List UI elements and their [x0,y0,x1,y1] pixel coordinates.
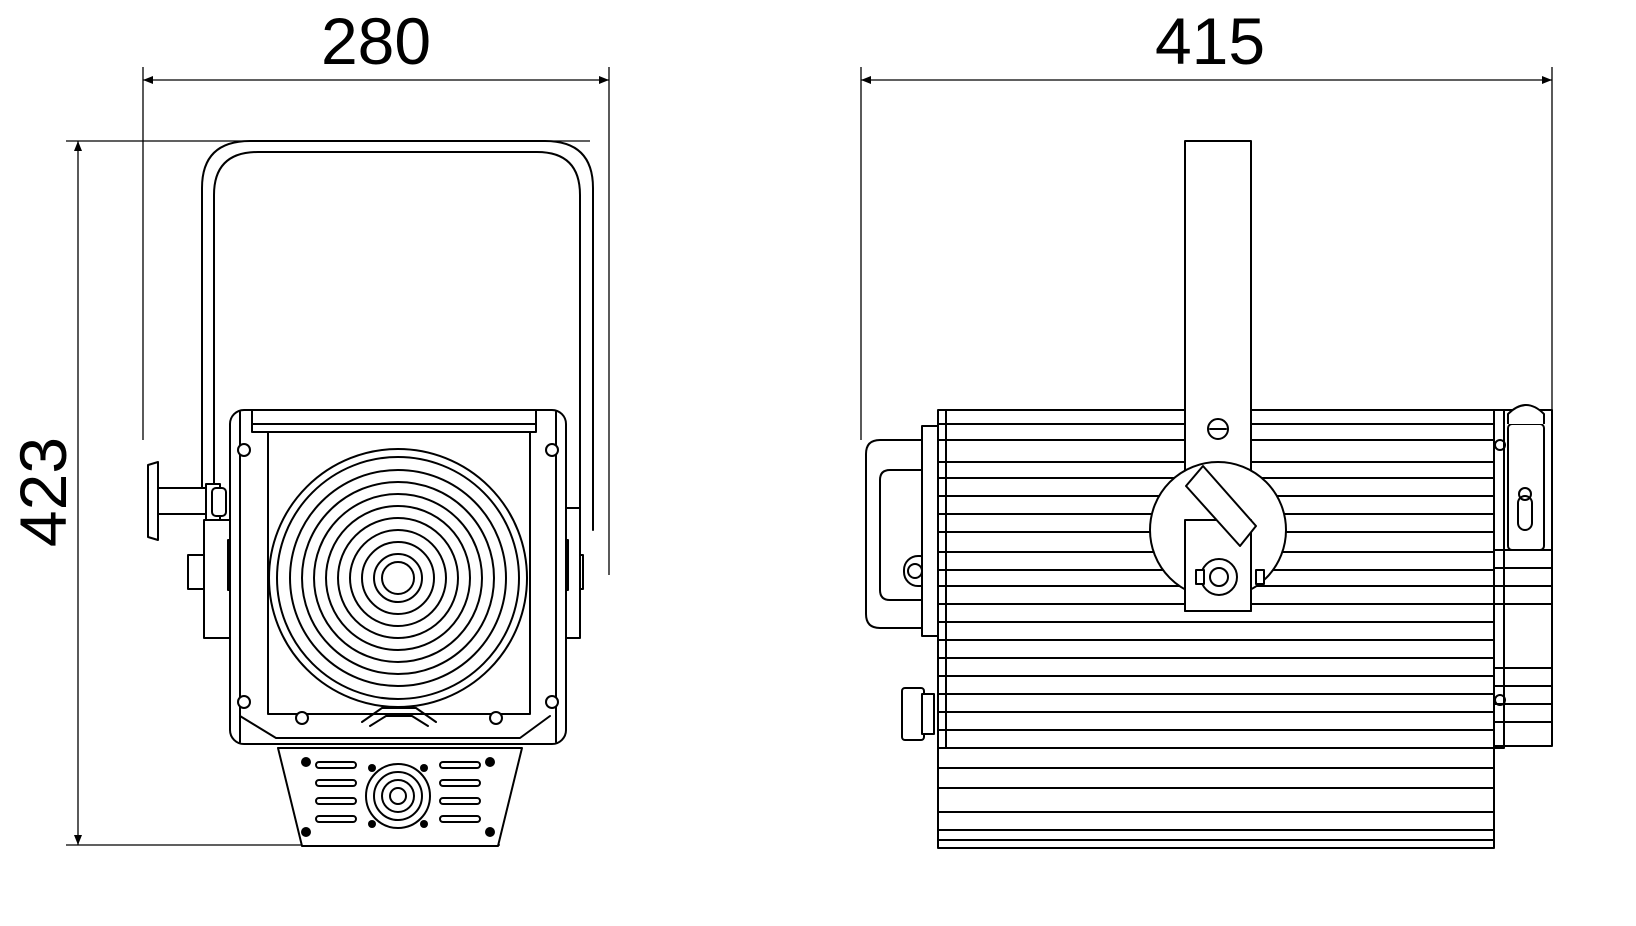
height-label: 423 [6,437,80,547]
vent-slots-right [439,761,481,823]
side-view [865,140,1553,849]
front-screws [237,443,559,725]
width-dimension: 280 [142,4,610,575]
side-base [937,747,1495,849]
yoke-outer [201,140,594,531]
front-view [147,140,594,847]
rear-knob [901,687,925,741]
depth-dimension: 415 [860,4,1553,440]
vent-slots-left [315,761,357,823]
base-unit [277,747,523,847]
width-label: 280 [321,4,431,78]
depth-label: 415 [1155,4,1265,78]
front-barrel [1493,404,1553,747]
front-housing [229,409,567,745]
rear-handle [865,439,927,629]
side-yoke [1149,140,1287,612]
fresnel-lens [268,448,528,708]
fan-grille-icon [365,763,431,829]
yoke-inner [213,151,581,531]
tilt-knob [147,461,227,541]
